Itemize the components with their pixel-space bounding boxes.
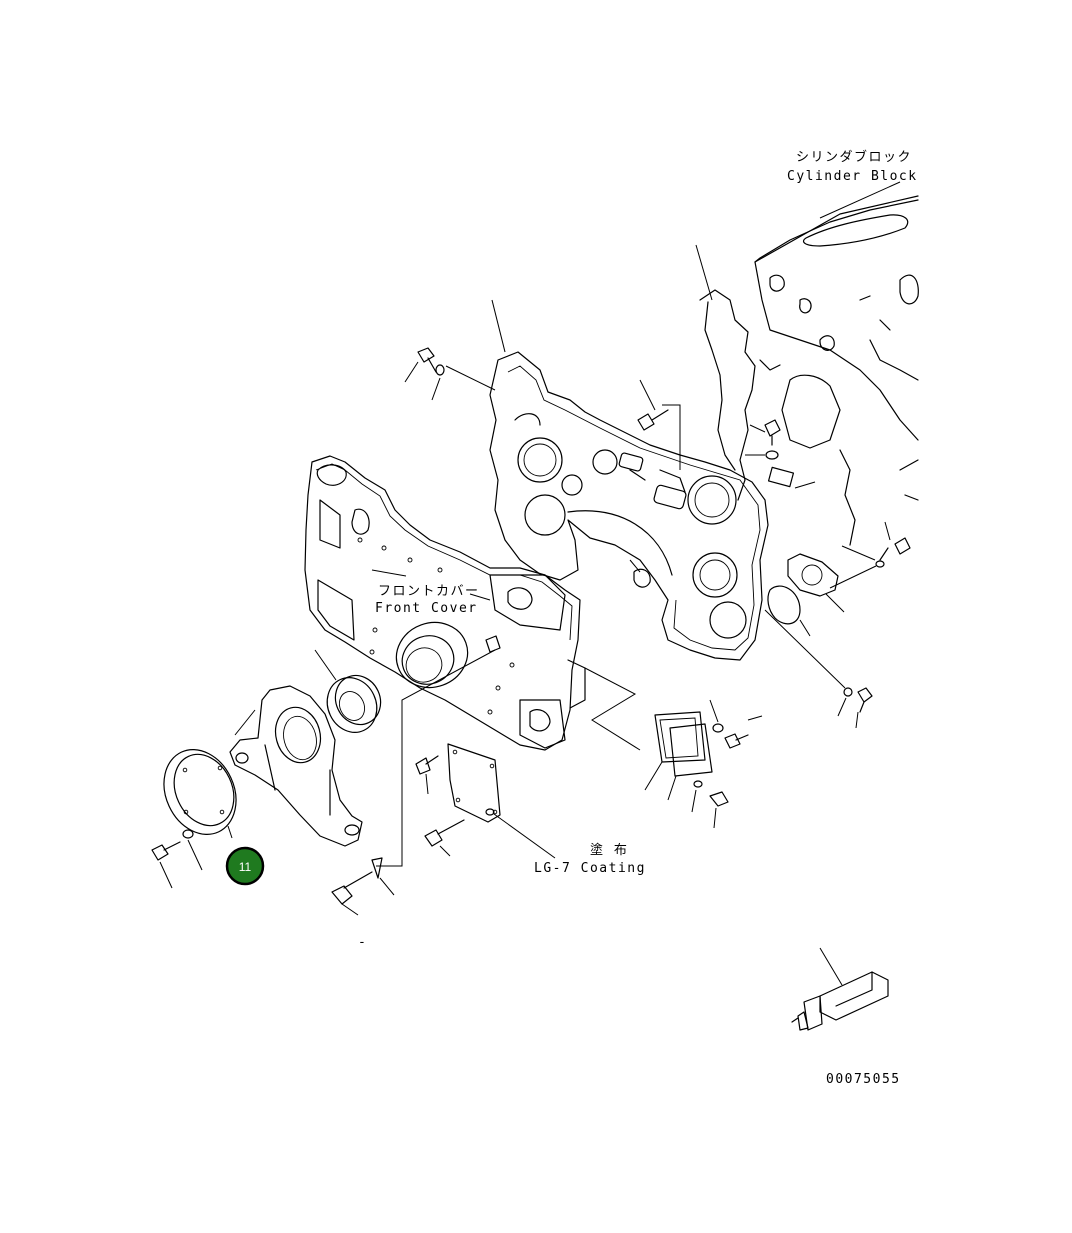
callout-number: 11 xyxy=(239,860,252,874)
callout-circle[interactable] xyxy=(225,846,265,886)
front-cover-label-en: Front Cover xyxy=(375,601,478,616)
side-cover-plate xyxy=(764,521,911,729)
lower-left-fasteners xyxy=(151,649,496,916)
tick-mark: - xyxy=(358,935,367,950)
drawing-number: 00075055 xyxy=(826,1072,901,1087)
coating-label-en: LG-7 Coating xyxy=(534,861,646,876)
coating-label-jp: 塗 布 xyxy=(590,842,628,858)
rear-gasket-outline xyxy=(695,244,756,501)
cover-plate xyxy=(163,749,237,835)
small-cover-plates xyxy=(447,699,763,859)
gear-housing-bolts xyxy=(404,347,816,588)
cylinder-block-outline xyxy=(754,195,919,546)
cylinder-block-label-en: Cylinder Block xyxy=(787,169,918,184)
support-bracket xyxy=(229,685,363,847)
special-tool xyxy=(791,947,889,1031)
gear-housing-plate xyxy=(489,299,769,661)
oil-seal xyxy=(314,649,382,733)
callout-marker-11[interactable]: 11 xyxy=(225,846,265,886)
front-cover xyxy=(304,455,641,751)
cylinder-block-label-jp: シリンダブロック xyxy=(796,149,912,165)
front-cover-label-jp: フロントカバー xyxy=(378,584,480,599)
